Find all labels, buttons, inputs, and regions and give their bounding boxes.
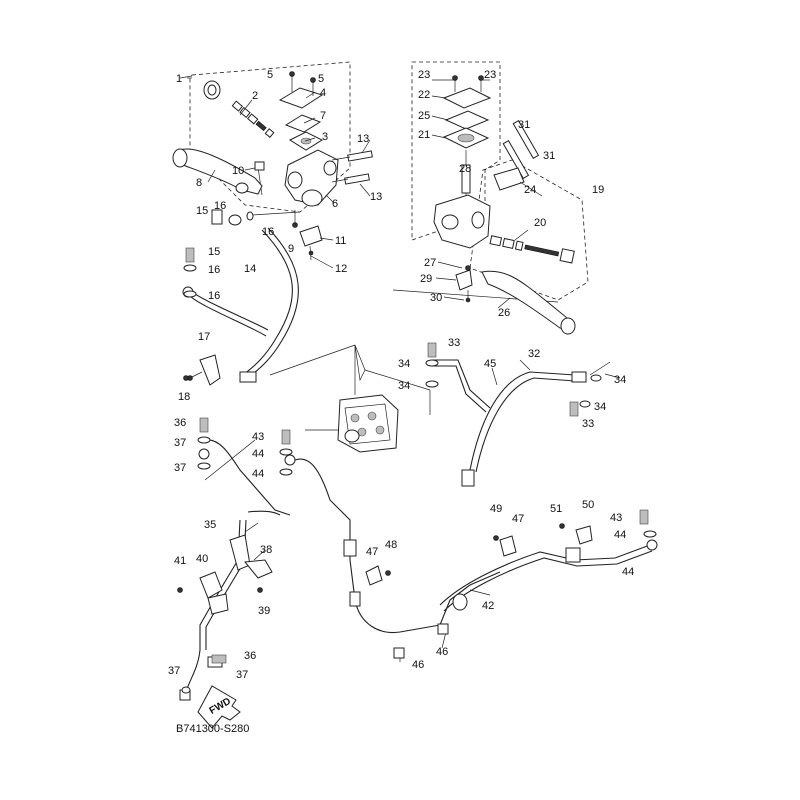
callout-38: 38 [260, 544, 272, 556]
callout-15a: 15 [196, 205, 208, 217]
callout-4: 4 [320, 87, 326, 99]
callout-37c: 37 [168, 665, 180, 677]
callout-19: 19 [592, 184, 604, 196]
callout-44b: 44 [252, 468, 264, 480]
callout-36a: 36 [174, 417, 186, 429]
callout-14: 14 [244, 263, 256, 275]
callout-44c: 44 [614, 529, 626, 541]
callout-42: 42 [482, 600, 494, 612]
rear-master-cylinder-group [392, 61, 589, 335]
callout-7: 7 [320, 110, 326, 122]
callout-24: 24 [524, 184, 536, 196]
callout-37b: 37 [174, 462, 186, 474]
lower-left-parts [177, 534, 273, 701]
callout-23b: 23 [484, 69, 496, 81]
callout-10: 10 [232, 165, 244, 177]
callout-34b: 34 [398, 380, 410, 392]
hardware [181, 209, 657, 694]
callout-47a: 47 [366, 546, 378, 558]
callout-32: 32 [528, 348, 540, 360]
callout-13b: 13 [370, 191, 382, 203]
callout-26: 26 [498, 307, 510, 319]
brake-hoses [182, 227, 658, 696]
callout-6: 6 [332, 198, 338, 210]
abs-unit [204, 344, 431, 481]
callout-3: 3 [322, 131, 328, 143]
callout-23a: 23 [418, 69, 430, 81]
callout-21: 21 [418, 129, 430, 141]
callout-9: 9 [288, 243, 294, 255]
callout-30: 30 [430, 292, 442, 304]
callout-49: 49 [490, 503, 502, 515]
diagram-code: B741300-S280 [176, 723, 249, 735]
callout-22: 22 [418, 89, 430, 101]
callout-20: 20 [534, 217, 546, 229]
callout-46b: 46 [436, 646, 448, 658]
callout-labels: 1 2 3 4 5 5 6 7 8 9 10 11 12 13 13 14 15… [168, 69, 634, 681]
callout-34c: 34 [614, 374, 626, 386]
callout-1: 1 [176, 73, 182, 85]
callout-35: 35 [204, 519, 216, 531]
callout-46a: 46 [412, 659, 424, 671]
callout-16b: 16 [262, 226, 274, 238]
fwd-arrow: FWD [197, 685, 241, 729]
callout-31a: 31 [518, 119, 530, 131]
callout-41: 41 [174, 555, 186, 567]
callout-28: 28 [459, 163, 471, 175]
callout-45: 45 [484, 358, 496, 370]
callout-13a: 13 [357, 133, 369, 145]
callout-16c: 16 [208, 264, 220, 276]
callout-47b: 47 [512, 513, 524, 525]
callout-17: 17 [198, 331, 210, 343]
callout-16d: 16 [208, 290, 220, 302]
callout-40: 40 [196, 553, 208, 565]
callout-37a: 37 [174, 437, 186, 449]
callout-18: 18 [178, 391, 190, 403]
callout-43b: 43 [610, 512, 622, 524]
callout-51: 51 [550, 503, 562, 515]
callout-39: 39 [258, 605, 270, 617]
callout-43a: 43 [252, 431, 264, 443]
callout-44d: 44 [622, 566, 634, 578]
callout-48: 48 [385, 539, 397, 551]
callout-5b: 5 [318, 73, 324, 85]
callout-27: 27 [424, 257, 436, 269]
callout-50: 50 [582, 499, 594, 511]
callout-29: 29 [420, 273, 432, 285]
callout-5a: 5 [267, 69, 273, 81]
callout-11: 11 [335, 235, 346, 247]
callout-8: 8 [196, 177, 202, 189]
callout-25: 25 [418, 110, 430, 122]
callout-37d: 37 [236, 669, 248, 681]
callout-16a: 16 [214, 200, 226, 212]
callout-12: 12 [335, 263, 347, 275]
callout-31b: 31 [543, 150, 555, 162]
callout-33b: 33 [582, 418, 594, 430]
callout-34d: 34 [594, 401, 606, 413]
callout-2: 2 [252, 90, 258, 102]
callout-15b: 15 [208, 246, 220, 258]
leader-lines [187, 77, 621, 662]
callout-44a: 44 [252, 448, 264, 460]
callout-34a: 34 [398, 358, 410, 370]
front-master-cylinder-group [172, 61, 373, 261]
callout-33a: 33 [448, 337, 460, 349]
callout-36b: 36 [244, 650, 256, 662]
